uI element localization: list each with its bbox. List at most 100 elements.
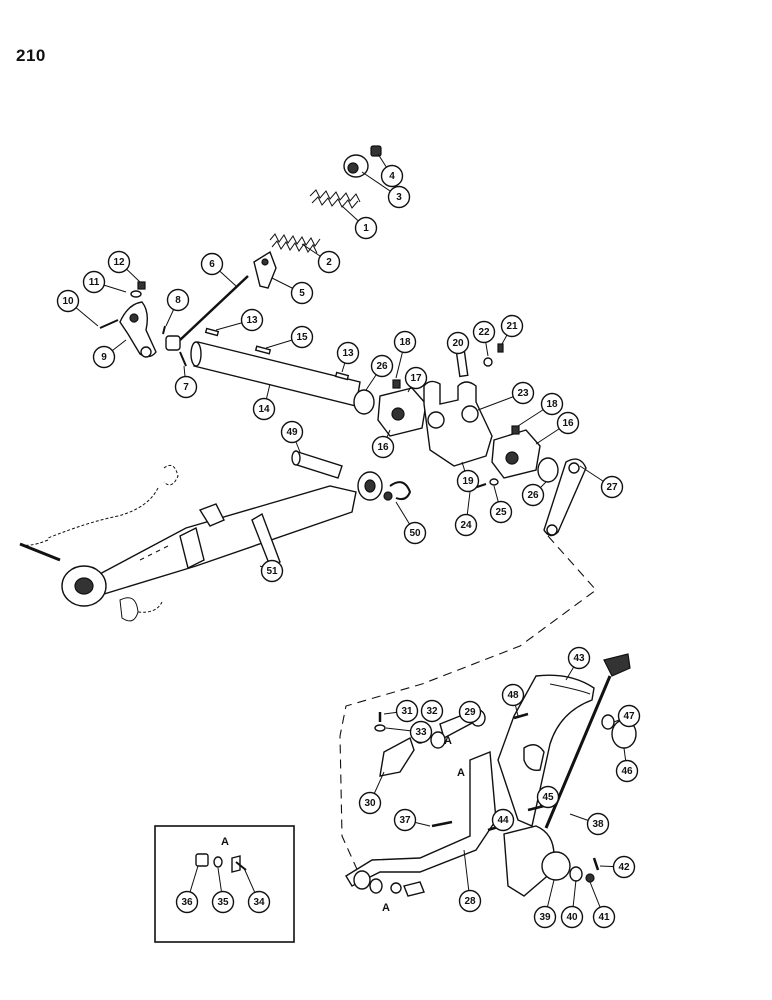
callout-circle-11 (82, 270, 106, 294)
callout-circle-50 (403, 521, 427, 545)
callout-circle-18b (540, 392, 564, 416)
callout-26b: 26 (521, 481, 547, 507)
callout-46: 46 (615, 747, 639, 783)
callout-circle-7 (174, 375, 198, 399)
callout-circle-49 (280, 420, 304, 444)
callout-1: 1 (341, 205, 378, 240)
callout-50: 50 (395, 501, 427, 545)
callout-23: 23 (477, 381, 535, 411)
callout-10: 10 (56, 289, 99, 327)
callout-circle-48 (501, 683, 525, 707)
callout-circle-38 (586, 812, 610, 836)
callout-label-20: 20 (452, 338, 464, 349)
callout-circle-43 (567, 646, 591, 670)
callout-14: 14 (252, 383, 276, 421)
callout-label-34: 34 (253, 897, 265, 908)
callout-label-43: 43 (573, 653, 585, 664)
callout-49: 49 (280, 420, 304, 453)
callout-circle-12 (107, 250, 131, 274)
callout-label-24: 24 (460, 520, 472, 531)
callout-16b: 16 (535, 411, 580, 445)
callout-label-16b: 16 (562, 418, 574, 429)
callout-circle-4 (380, 164, 404, 188)
callout-circle-10 (56, 289, 80, 313)
callout-16a: 16 (371, 429, 395, 459)
callout-label-35: 35 (217, 897, 229, 908)
callout-layer: 1234567891011121313141516161718181920212… (56, 153, 641, 929)
callout-circle-16b (556, 411, 580, 435)
callout-circle-2 (317, 250, 341, 274)
callout-circle-28 (458, 889, 482, 913)
callout-label-13b: 13 (342, 348, 354, 359)
callout-label-25: 25 (495, 507, 507, 518)
callout-circle-16a (371, 435, 395, 459)
callout-18b: 18 (517, 392, 564, 427)
callout-28: 28 (458, 849, 482, 913)
callout-8: 8 (165, 288, 190, 327)
spring-assembly (99, 145, 587, 537)
callout-circle-9 (92, 345, 116, 369)
callout-label-41: 41 (598, 912, 610, 923)
callout-4: 4 (377, 153, 404, 188)
callout-21: 21 (500, 314, 524, 345)
callout-circle-24 (454, 513, 478, 537)
callout-circle-13b (336, 341, 360, 365)
callout-22: 22 (472, 320, 496, 357)
callout-40: 40 (560, 879, 584, 929)
callout-label-12: 12 (113, 257, 125, 268)
callout-47: 47 (613, 704, 641, 728)
callout-circle-34 (247, 890, 271, 914)
callout-label-27: 27 (606, 482, 618, 493)
callout-circle-15 (290, 325, 314, 349)
callout-18a: 18 (393, 330, 417, 379)
callout-6: 6 (200, 252, 237, 287)
detail-letter-a-2: A (457, 767, 465, 779)
callout-label-45: 45 (542, 792, 554, 803)
callout-24: 24 (454, 491, 478, 537)
callout-label-14: 14 (258, 404, 270, 415)
callout-circle-23 (511, 381, 535, 405)
callout-circle-22 (472, 320, 496, 344)
callout-label-39: 39 (539, 912, 551, 923)
callout-36: 36 (175, 865, 199, 914)
callout-label-44: 44 (497, 815, 509, 826)
callout-13b: 13 (336, 341, 360, 373)
callout-circle-21 (500, 314, 524, 338)
callout-29: 29 (458, 700, 482, 724)
callout-circle-45 (536, 785, 560, 809)
page-number: 210 (16, 46, 46, 65)
callout-label-17: 17 (410, 373, 422, 384)
callout-43: 43 (565, 646, 591, 681)
callout-circle-33 (409, 720, 433, 744)
callout-label-46: 46 (621, 766, 633, 777)
callout-label-6: 6 (209, 259, 215, 270)
callout-label-2: 2 (326, 257, 332, 268)
callout-label-40: 40 (566, 912, 578, 923)
callout-circle-26b (521, 483, 545, 507)
callout-label-38: 38 (592, 819, 604, 830)
callout-label-48: 48 (507, 690, 519, 701)
callout-label-11: 11 (89, 277, 100, 288)
callout-circle-30 (358, 791, 382, 815)
callout-label-18b: 18 (546, 399, 558, 410)
callout-5: 5 (271, 277, 314, 305)
callout-41: 41 (589, 881, 616, 929)
callout-label-19: 19 (462, 476, 474, 487)
callout-label-3: 3 (396, 192, 402, 203)
callout-label-47: 47 (623, 711, 635, 722)
inset-letter: A (221, 836, 229, 848)
callout-circle-40 (560, 905, 584, 929)
callout-15: 15 (265, 325, 314, 349)
top-link-assembly (19, 450, 412, 622)
callout-circle-32 (420, 699, 444, 723)
callout-circle-17 (404, 366, 428, 390)
callout-circle-36 (175, 890, 199, 914)
callout-label-36: 36 (181, 897, 193, 908)
callout-label-29: 29 (464, 707, 476, 718)
callout-label-15: 15 (296, 332, 308, 343)
callout-circle-1 (354, 216, 378, 240)
callout-38: 38 (569, 812, 610, 836)
callout-circle-29 (458, 700, 482, 724)
callout-label-1: 1 (363, 223, 369, 234)
